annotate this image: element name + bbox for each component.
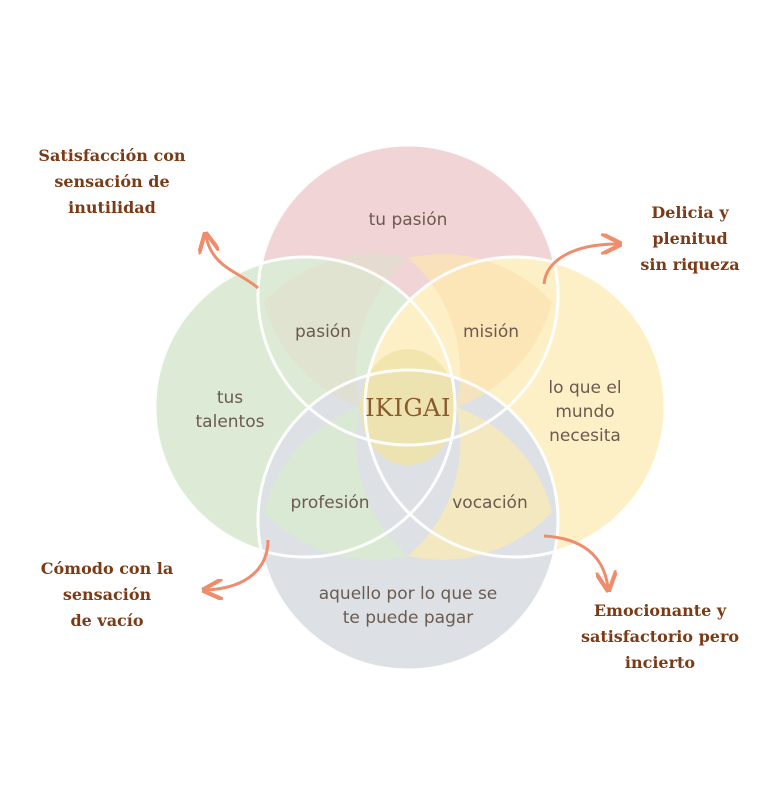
label-pasion: pasión [295, 322, 351, 342]
center-fill [360, 349, 456, 465]
label-mision: misión [462, 322, 520, 342]
overlap-vocacion-fill [408, 407, 552, 560]
overlap-mision-fill [408, 254, 552, 407]
label-ikigai: IKIGAI [365, 394, 451, 422]
arrow-bottom-right [543, 534, 608, 588]
label-vocacion: vocación [452, 493, 528, 513]
label-tu-pasion: tu pasión [368, 210, 448, 230]
annotation-bottom-left: Cómodo con la sensación de vacío [40, 559, 174, 630]
label-aquello-por-lo-que-se-te-puede-pagar: aquello por lo que se te puede pagar [318, 584, 498, 628]
overlap-profesion-fill [264, 407, 408, 560]
annotation-top-right: Delicia y plenitud sin riqueza [640, 203, 740, 274]
annotation-bottom-right: Emocionante y satisfactorio pero inciert… [580, 601, 740, 672]
annotation-top-left: Satisfacción con sensación de inutilidad [38, 146, 186, 217]
arrow-top-left [206, 236, 259, 290]
label-tus-talentos: tus talentos [195, 388, 265, 432]
arrow-top-right [542, 244, 618, 285]
overlap-pasion-fill [264, 254, 408, 407]
label-profesion: profesión [290, 493, 370, 513]
arrow-bottom-left [206, 539, 270, 590]
label-lo-que-el-mundo-necesita: lo que el mundo necesita [548, 378, 622, 446]
